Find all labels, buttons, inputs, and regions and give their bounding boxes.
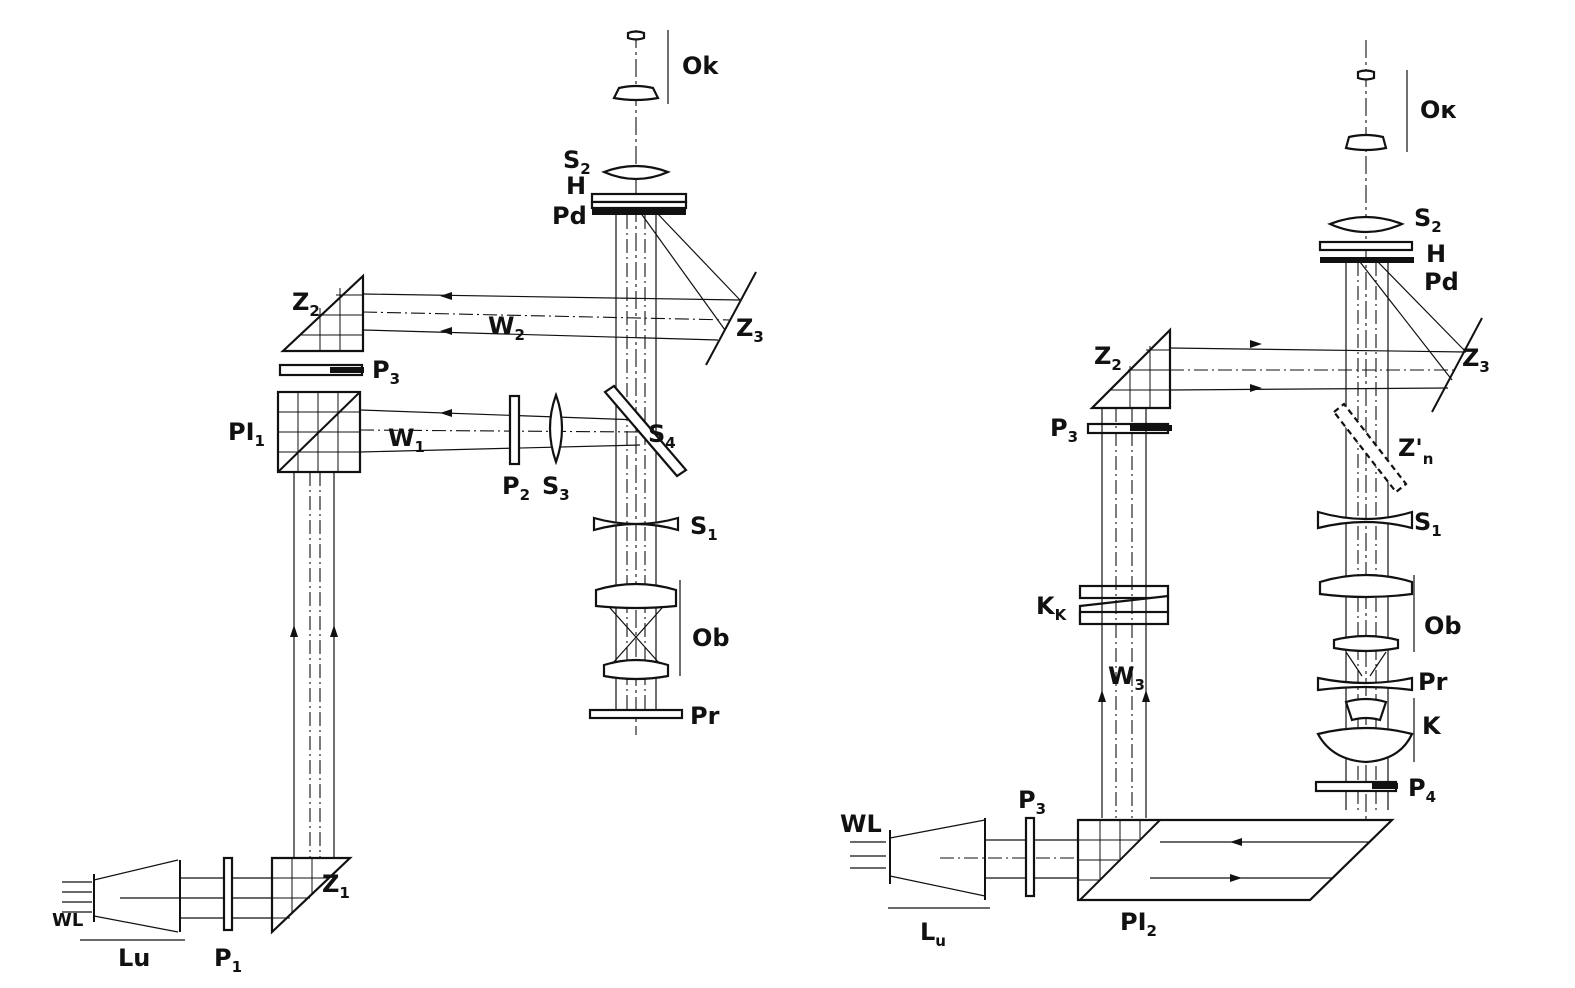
right-eyepiece	[1344, 69, 1408, 152]
left-lower-beams	[290, 472, 338, 870]
right-label-pr: Pr	[1418, 668, 1448, 696]
left-label-h: H	[566, 172, 586, 200]
right-upper-beams	[1169, 340, 1467, 392]
right-label-z3: Z3	[1462, 344, 1490, 376]
right-specimen	[1316, 676, 1414, 692]
left-label-wl: WL	[52, 910, 83, 931]
left-label-s1: S1	[690, 512, 718, 544]
right-label-s2: S2	[1414, 204, 1442, 236]
left-specimen	[588, 708, 684, 720]
right-label-ob: Ob	[1424, 612, 1462, 640]
left-z3-mirror	[639, 211, 757, 366]
right-light-source	[850, 819, 1078, 897]
right-z3-mirror	[1359, 259, 1483, 413]
left-w2-beams	[362, 292, 741, 341]
right-condenser	[1316, 697, 1415, 764]
left-label-ob: Ob	[692, 624, 730, 652]
left-label-lu: Lu	[118, 944, 150, 972]
left-label-s4: S4	[648, 420, 676, 452]
right-label-p4: P4	[1408, 774, 1436, 806]
right-z2-prism	[1089, 327, 1172, 410]
left-label-pi1: PI1	[228, 418, 265, 450]
right-label-pd: Pd	[1424, 268, 1459, 296]
left-label-z2: Z2	[292, 288, 320, 320]
right-p3-polarizer	[1086, 422, 1172, 435]
right-label-z2: Z2	[1094, 342, 1122, 374]
left-z1-prism	[270, 856, 353, 935]
left-label-s3: S3	[542, 472, 570, 504]
left-s3-lens	[548, 391, 564, 466]
right-label-w3: W3	[1108, 662, 1145, 694]
left-objective	[594, 580, 681, 681]
left-label-pr: Pr	[690, 702, 720, 730]
left-pi1-cube	[276, 390, 362, 474]
right-label-k: K	[1422, 712, 1442, 740]
left-label-ok: Ok	[682, 52, 719, 80]
right-label-kk: KK	[1036, 592, 1068, 624]
right-label-pi2: PI2	[1120, 908, 1157, 940]
right-label-ok: Oк	[1420, 96, 1457, 124]
left-label-z3: Z3	[736, 314, 764, 346]
left-p2-plate	[508, 394, 521, 466]
left-lu-lens	[80, 860, 272, 941]
right-w3-beams	[1098, 408, 1150, 818]
left-optical-setup: Ok S2 H Pd Z2 W2 Z3 P3 PI1 W1 S4 P2 S3 S…	[52, 30, 764, 976]
left-p1-polarizer	[222, 856, 234, 932]
left-s1-lens	[592, 516, 680, 532]
left-eyepiece	[612, 30, 669, 104]
right-s1-lens	[1316, 510, 1414, 530]
left-s2-lens	[601, 164, 671, 181]
left-label-z1: Z1	[322, 870, 350, 902]
left-label-w1: W1	[388, 424, 425, 456]
left-label-p1: P1	[214, 944, 242, 976]
left-s4-splitter	[603, 384, 688, 478]
right-p4-polarizer	[1314, 780, 1398, 793]
right-label-wl: WL	[840, 810, 882, 838]
left-w1-beams	[359, 409, 641, 453]
left-p3-polarizer	[278, 363, 364, 377]
right-pi2-splitter	[1076, 818, 1395, 902]
right-h-plate	[1318, 240, 1414, 252]
left-z2-prism	[280, 273, 365, 353]
right-kk-compensator	[1078, 584, 1170, 626]
right-s2-lens	[1327, 215, 1405, 234]
right-p3-plate-lower	[1024, 816, 1036, 898]
right-label-h: H	[1426, 240, 1446, 268]
right-label-zn: Z'n	[1398, 434, 1433, 468]
left-label-s2: S2	[563, 146, 591, 178]
left-label-w2: W2	[488, 312, 525, 344]
left-h-plate	[590, 192, 688, 210]
right-label-p3: P3	[1050, 414, 1078, 446]
right-lu-lens	[888, 818, 990, 909]
right-zn-mirror	[1332, 402, 1408, 494]
right-label-s1: S1	[1414, 508, 1442, 540]
right-objective	[1318, 573, 1415, 677]
right-label-p3b: P3	[1018, 786, 1046, 818]
right-label-lu: Lu	[920, 918, 946, 950]
right-optical-setup: Oк S2 H Pd Z2 Z3 P3 Z'n S1 KK Ob W3 Pr K…	[840, 40, 1490, 950]
left-label-pd: Pd	[552, 202, 587, 230]
left-label-p2: P2	[502, 472, 530, 504]
left-light-source	[62, 859, 272, 933]
left-label-p3: P3	[372, 356, 400, 388]
